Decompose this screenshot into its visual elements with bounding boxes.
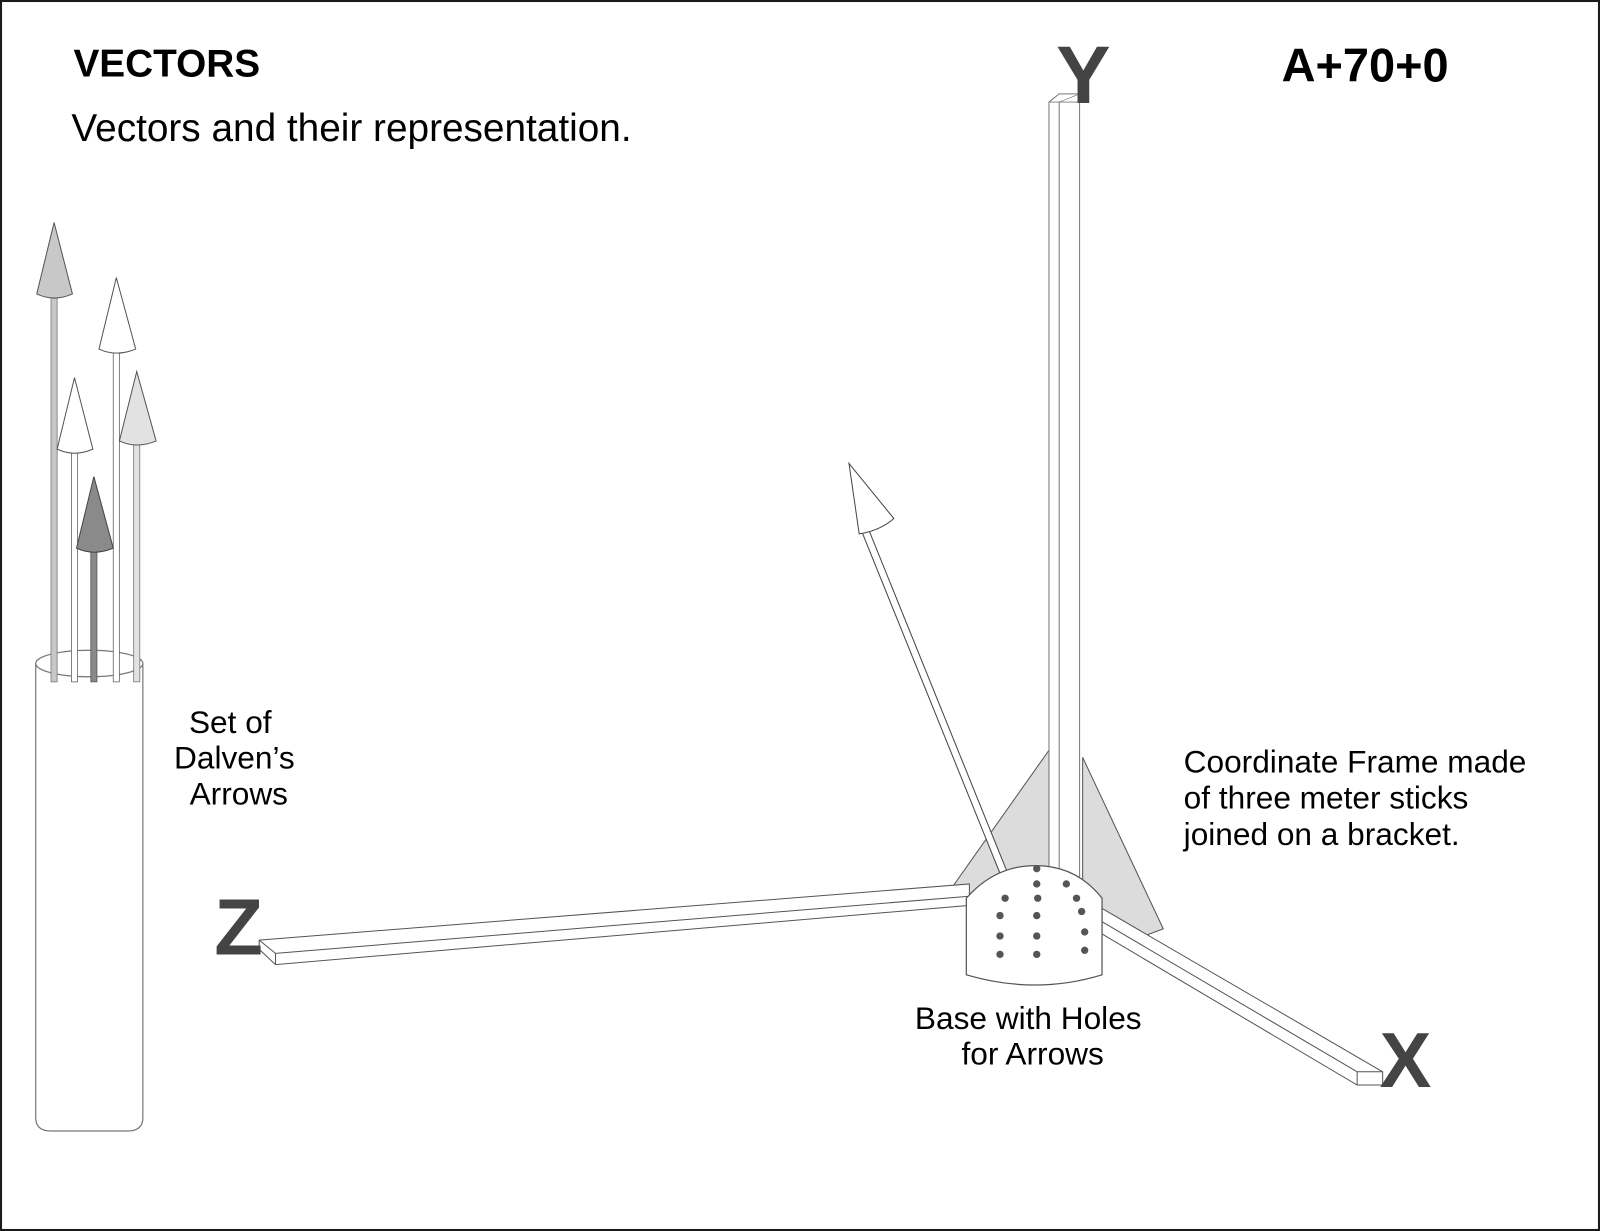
dark-gray-arrow-icon bbox=[75, 476, 114, 683]
vector-arrow-icon bbox=[848, 461, 1013, 889]
pale-gray-arrow-icon bbox=[118, 369, 157, 683]
demo-code: A+70+0 bbox=[1282, 40, 1449, 92]
y-axis-label: Y bbox=[1056, 30, 1110, 121]
page-subtitle: Vectors and their representation. bbox=[71, 107, 631, 150]
arrows-set-caption: Set of Dalven’s Arrows bbox=[174, 704, 303, 811]
white-arrow-right-icon bbox=[98, 277, 137, 683]
x-axis-label: X bbox=[1380, 1018, 1432, 1104]
bracket-gussets bbox=[939, 748, 1164, 945]
arrow-holder-cylinder bbox=[35, 649, 144, 1132]
base-with-holes bbox=[965, 864, 1103, 986]
tall-gray-arrow-icon bbox=[36, 222, 74, 683]
hole-dots bbox=[996, 864, 1089, 959]
z-axis-stick bbox=[258, 883, 970, 966]
base-caption: Base with Holes for Arrows bbox=[915, 1000, 1151, 1072]
white-arrow-left-icon bbox=[56, 377, 94, 683]
page-title: VECTORS bbox=[73, 43, 260, 86]
y-axis-stick bbox=[1048, 93, 1081, 899]
z-axis-label: Z bbox=[214, 882, 263, 971]
frame-caption: Coordinate Frame made of three meter sti… bbox=[1183, 744, 1536, 852]
